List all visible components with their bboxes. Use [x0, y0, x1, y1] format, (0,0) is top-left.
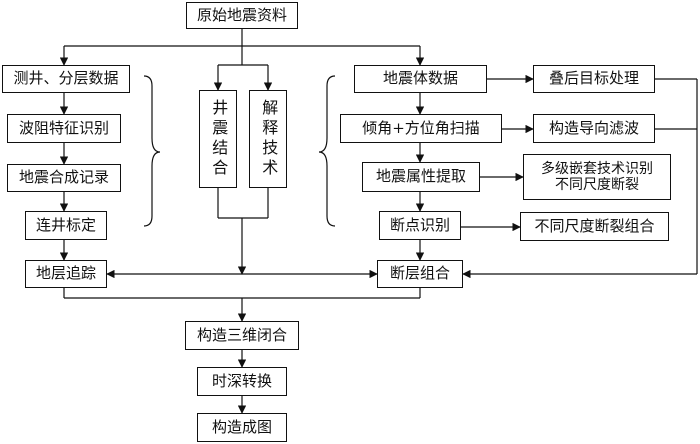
node-fault-combination: 断层组合 — [377, 260, 463, 288]
node-breakpoint-identification: 断点识别 — [379, 211, 461, 240]
node-well-calibration: 连井标定 — [25, 211, 107, 240]
node-multi-level-identification: 多级嵌套技术识别 不同尺度断裂 — [523, 154, 671, 200]
node-dip-azimuth-scan: 倾角+方位角扫描 — [340, 114, 502, 143]
node-fault-scale-combination: 不同尺度断裂组合 — [520, 212, 669, 241]
node-interpretation-technique: 解释技术 — [249, 90, 287, 188]
node-synthetic-record: 地震合成记录 — [7, 164, 121, 192]
node-raw-seismic-data: 原始地震资料 — [186, 2, 298, 29]
node-time-depth-conversion: 时深转换 — [197, 367, 287, 396]
left-brace — [143, 75, 161, 227]
node-well-seismic-integration: 井震结合 — [199, 90, 237, 188]
right-brace — [318, 75, 336, 227]
node-structure-3d-closure: 构造三维闭合 — [185, 321, 299, 350]
node-attribute-extraction: 地震属性提取 — [362, 162, 480, 192]
node-post-stack-processing: 叠后目标处理 — [533, 65, 655, 93]
node-well-logs: 测井、分层数据 — [2, 65, 130, 93]
node-seismic-volume: 地震体数据 — [354, 65, 487, 93]
node-structure-mapping: 构造成图 — [197, 413, 287, 442]
node-structure-oriented-filter: 构造导向滤波 — [533, 114, 655, 143]
node-horizon-tracking: 地层追踪 — [25, 260, 107, 288]
node-impedance-identification: 波阻特征识别 — [7, 114, 121, 143]
